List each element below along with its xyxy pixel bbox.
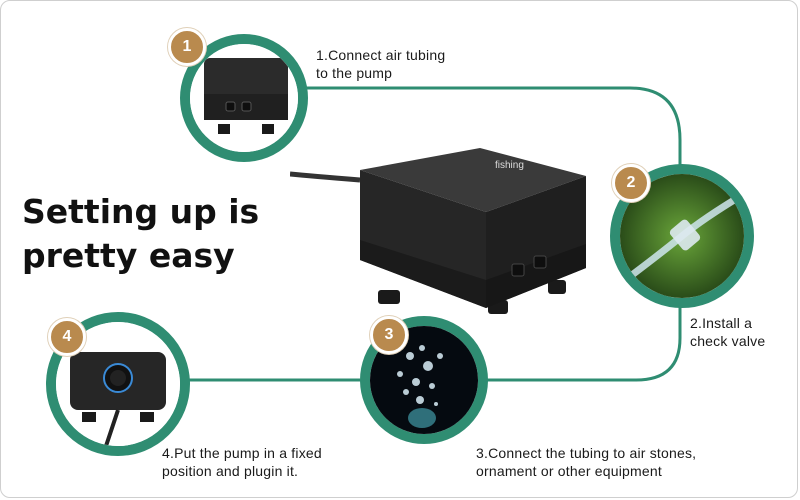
step-4-badge: 4 bbox=[48, 318, 86, 356]
step-1-badge: 1 bbox=[168, 28, 206, 66]
connector-2-3 bbox=[470, 300, 682, 382]
step-3-badge: 3 bbox=[370, 316, 408, 354]
step-4-text: 4.Put the pump in a fixed position and p… bbox=[162, 445, 322, 479]
step-1-text: 1.Connect air tubing to the pump bbox=[316, 47, 446, 81]
headline: Setting up is pretty easy bbox=[22, 192, 260, 275]
air-pump-image: fishing bbox=[290, 148, 586, 314]
connector-1-2 bbox=[300, 86, 682, 170]
step-1-image bbox=[180, 34, 308, 162]
pump-side-image bbox=[190, 44, 298, 152]
step-2-badge: 2 bbox=[612, 164, 650, 202]
step-3-text: 3.Connect the tubing to air stones, orna… bbox=[476, 445, 697, 479]
pump-logo: fishing bbox=[495, 160, 524, 171]
step-2-text: 2.Install a check valve bbox=[690, 315, 766, 349]
